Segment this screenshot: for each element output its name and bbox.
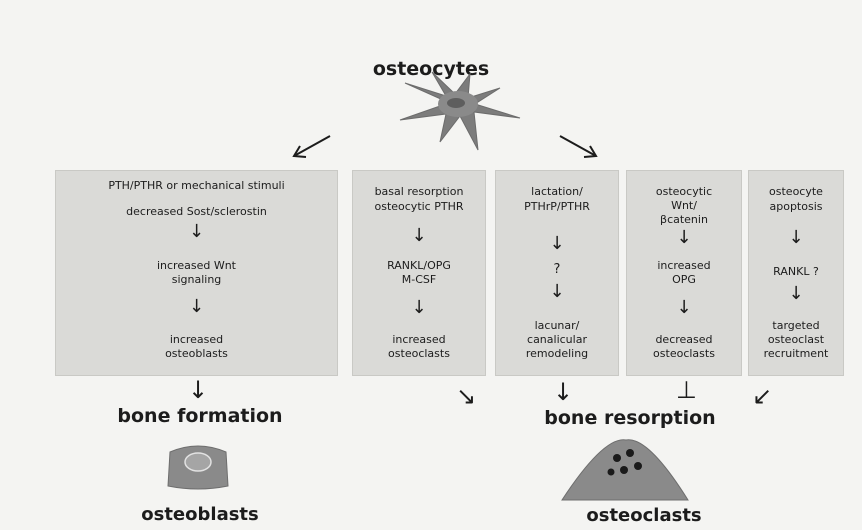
panel-line: targeted (749, 319, 843, 332)
panel-line: remodeling (496, 347, 618, 360)
panel-line: canalicular (496, 333, 618, 346)
panel-line: basal resorption (353, 185, 485, 198)
panel-line: RANKL ? (749, 265, 843, 278)
panel-line: PTH/PTHR or mechanical stimuli (56, 179, 337, 192)
down-arrow-icon: ↓ (549, 235, 564, 253)
panel-apoptosis: osteocyte apoptosis ↓ RANKL ? ↓ targeted… (748, 170, 844, 376)
osteoclast-cell-icon (562, 440, 688, 500)
panel-line: increased (353, 333, 485, 346)
panel-line: apoptosis (749, 200, 843, 213)
panel-line: osteoclasts (353, 347, 485, 360)
panel-line: osteoclasts (627, 347, 741, 360)
panel-formation-pathway: PTH/PTHR or mechanical stimuli decreased… (55, 170, 338, 376)
panel-line: Wnt/ (627, 199, 741, 212)
down-arrow-icon: ↓ (189, 223, 204, 241)
panel-line: osteocytic (627, 185, 741, 198)
osteoblast-cell-icon (168, 446, 228, 489)
panel-basal-resorption: basal resorption osteocytic PTHR ↓ RANKL… (352, 170, 486, 376)
down-arrow-icon: ↓ (676, 299, 691, 317)
arrow-to-formation (294, 136, 330, 157)
panel-lactation: lactation/ PTHrP/PTHR ↓ ? ↓ lacunar/ can… (495, 170, 619, 376)
panel-line: decreased (627, 333, 741, 346)
down-arrow-icon: ↓ (549, 283, 564, 301)
panel-wnt-catenin: osteocytic Wnt/ βcatenin ↓ increased OPG… (626, 170, 742, 376)
down-arrow-icon: ↓ (188, 378, 208, 402)
down-arrow-icon: ↓ (676, 229, 691, 247)
down-arrow-icon: ↓ (189, 298, 204, 316)
down-right-arrow-icon: ↘ (456, 384, 476, 408)
down-arrow-icon: ↓ (553, 380, 573, 404)
panel-line: osteoblasts (56, 347, 337, 360)
down-arrow-icon: ↓ (788, 229, 803, 247)
panel-line: RANKL/OPG (353, 259, 485, 272)
panel-line: M-CSF (353, 273, 485, 286)
inhibition-icon: ⊥ (676, 378, 697, 402)
down-arrow-icon: ↓ (788, 285, 803, 303)
panel-line: decreased Sost/sclerostin (56, 205, 337, 218)
panel-line: lacunar/ (496, 319, 618, 332)
down-arrow-icon: ↓ (411, 227, 426, 245)
panel-line: recruitment (749, 347, 843, 360)
down-arrow-icon: ↓ (411, 299, 426, 317)
panel-line: increased Wnt (56, 259, 337, 272)
panel-line: βcatenin (627, 213, 741, 226)
panel-line: lactation/ (496, 185, 618, 198)
panel-line: osteocytic PTHR (353, 200, 485, 213)
arrow-to-resorption (560, 136, 596, 157)
panel-line: signaling (56, 273, 337, 286)
panel-line: ? (496, 263, 618, 276)
panel-line: PTHrP/PTHR (496, 200, 618, 213)
osteocyte-cell-icon (400, 72, 520, 150)
down-left-arrow-icon: ↙ (752, 384, 772, 408)
panel-line: osteocyte (749, 185, 843, 198)
panel-line: osteoclast (749, 333, 843, 346)
panel-line: increased (627, 259, 741, 272)
panel-line: increased (56, 333, 337, 346)
panel-line: OPG (627, 273, 741, 286)
